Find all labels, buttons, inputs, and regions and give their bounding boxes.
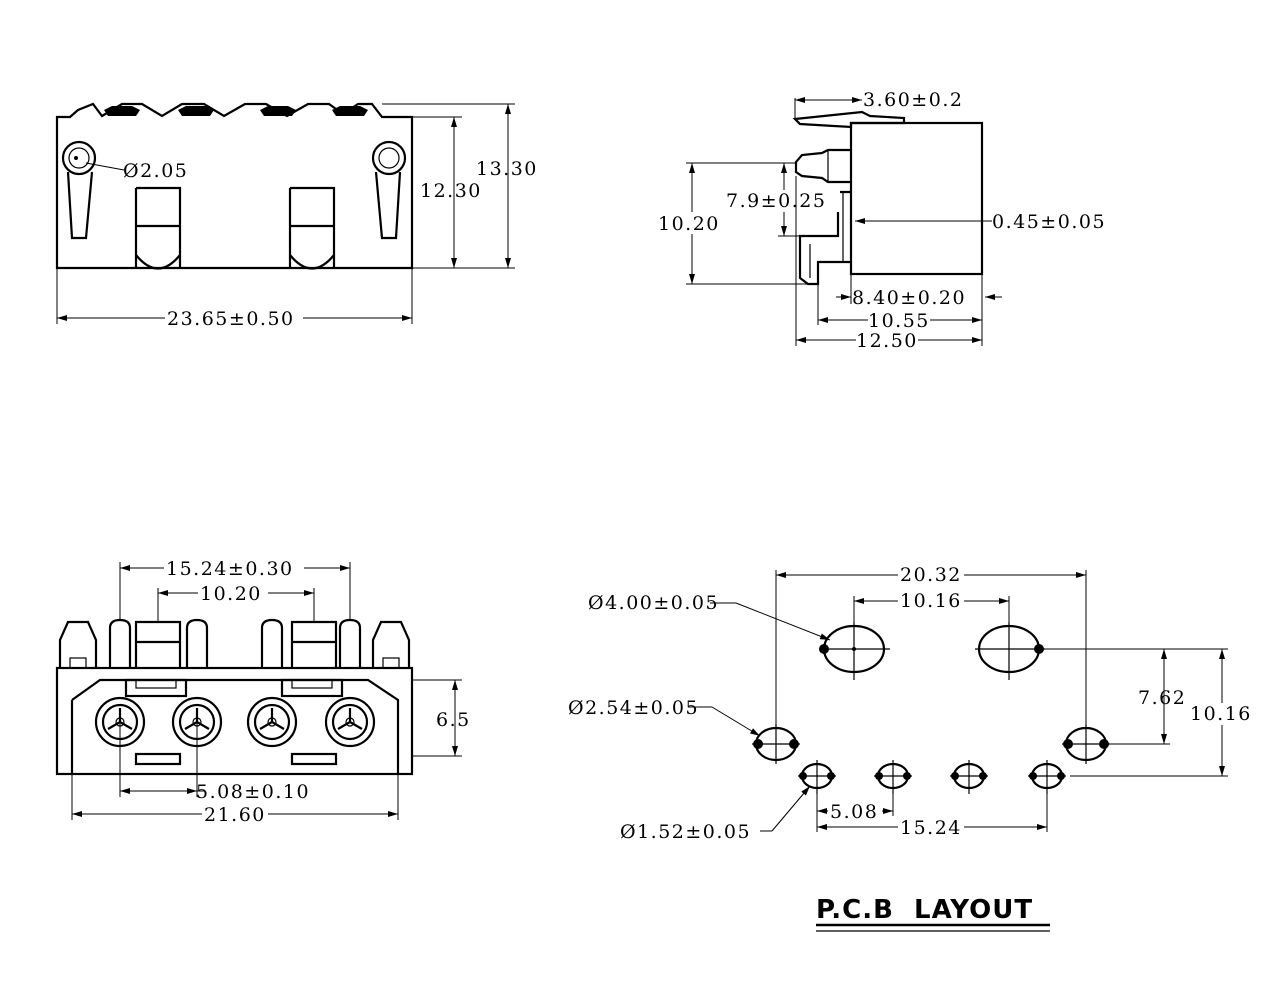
pcb-mid-hole-left [752, 724, 800, 764]
pcb-small-hole-leader [771, 785, 811, 832]
bottom-body [55, 666, 414, 776]
side-dim-top: 3.60±0.2 [863, 89, 963, 111]
front-dim-height-outer: 13.30 [476, 158, 538, 180]
bottom-window-right [290, 620, 338, 668]
front-hole-right [371, 140, 407, 176]
front-window-left-arc [135, 254, 181, 270]
side-top-latch [792, 110, 906, 129]
side-dim-body: 8.40±0.20 [852, 287, 966, 309]
front-hole-center [74, 156, 78, 160]
bottom-view: 15.24±0.30 10.20 6.5 5.08±0.10 21.60 [55, 557, 471, 826]
front-view: Ø2.05 12.30 13.30 23.65±0.50 [55, 102, 538, 330]
side-body [849, 121, 984, 276]
pcb-dim-total-height: 10.16 [1190, 703, 1252, 725]
pcb-dim-small-hole: Ø1.52±0.05 [620, 821, 751, 843]
side-dim-total-height: 10.20 [658, 213, 720, 235]
pcb-mid-hole-right [1062, 724, 1110, 764]
pcb-mid-hole-leader [711, 706, 761, 737]
bottom-dim-height: 6.5 [436, 709, 471, 731]
pcb-dim-pitch: 5.08 [830, 801, 878, 823]
side-pin [794, 148, 851, 184]
pcb-dim-row-offset: 7.62 [1138, 687, 1186, 709]
front-window-right-arc [289, 254, 335, 270]
pcb-large-hole-left [819, 622, 890, 680]
pcb-layout: 20.32 10.16 Ø4.00±0.05 Ø2.54±0.05 Ø1.52±… [568, 564, 1254, 932]
front-hole-right-inner [378, 147, 400, 169]
front-top-teeth [104, 106, 368, 116]
pcb-dim-pin-span: 15.24 [900, 817, 962, 839]
bottom-dim-width: 21.60 [204, 804, 266, 826]
front-dim-hole: Ø2.05 [123, 160, 188, 182]
pcb-small-hole-1 [798, 760, 836, 794]
front-hole-left [61, 140, 97, 176]
bottom-contact-3 [260, 618, 284, 668]
side-dim-depth-mid: 10.55 [868, 310, 930, 332]
side-dim-pin-height: 7.9±0.25 [726, 190, 826, 212]
front-hole-leader [85, 162, 125, 171]
pcb-dim-large-hole: Ø4.00±0.05 [588, 592, 719, 614]
bottom-dim-pitch: 5.08±0.10 [196, 781, 310, 803]
pcb-dim-mid-hole: Ø2.54±0.05 [568, 697, 699, 719]
front-dim-height-inner: 12.30 [420, 180, 482, 202]
front-dim-width: 23.65±0.50 [167, 308, 295, 330]
side-dim-depth-total: 12.50 [856, 330, 918, 352]
front-latch-right [374, 171, 402, 240]
terminal-3 [246, 696, 298, 748]
bottom-contact-1 [108, 618, 132, 668]
pcb-large-hole-leader [735, 602, 831, 641]
bottom-inner-outline [70, 678, 400, 774]
terminal-4 [324, 696, 376, 748]
side-view: 3.60±0.2 10.20 7.9±0.25 0.45±0.05 8.40±0… [656, 89, 1106, 352]
front-window-left [134, 186, 182, 268]
bottom-contact-4 [338, 618, 362, 668]
bottom-window-left [134, 620, 182, 668]
pcb-small-hole-3 [950, 760, 988, 794]
bottom-contact-2 [185, 618, 209, 668]
front-hole-left-inner [68, 147, 90, 169]
pcb-dim-large-pitch: 10.16 [900, 590, 962, 612]
side-dim-wall: 0.45±0.05 [992, 211, 1106, 233]
pcb-title: P.C.B LAYOUT [816, 895, 1033, 925]
front-latch-left [66, 171, 94, 240]
bottom-dim-inner-pitch: 10.20 [200, 583, 262, 605]
front-body-outline [55, 102, 414, 270]
pcb-large-hole-right [975, 622, 1045, 680]
bottom-dim-outer-pitch: 15.24±0.30 [166, 558, 294, 580]
bottom-post-right [371, 620, 411, 668]
pcb-dim-total-width: 20.32 [900, 564, 962, 586]
bottom-post-left [58, 620, 98, 668]
front-window-right [288, 186, 336, 268]
